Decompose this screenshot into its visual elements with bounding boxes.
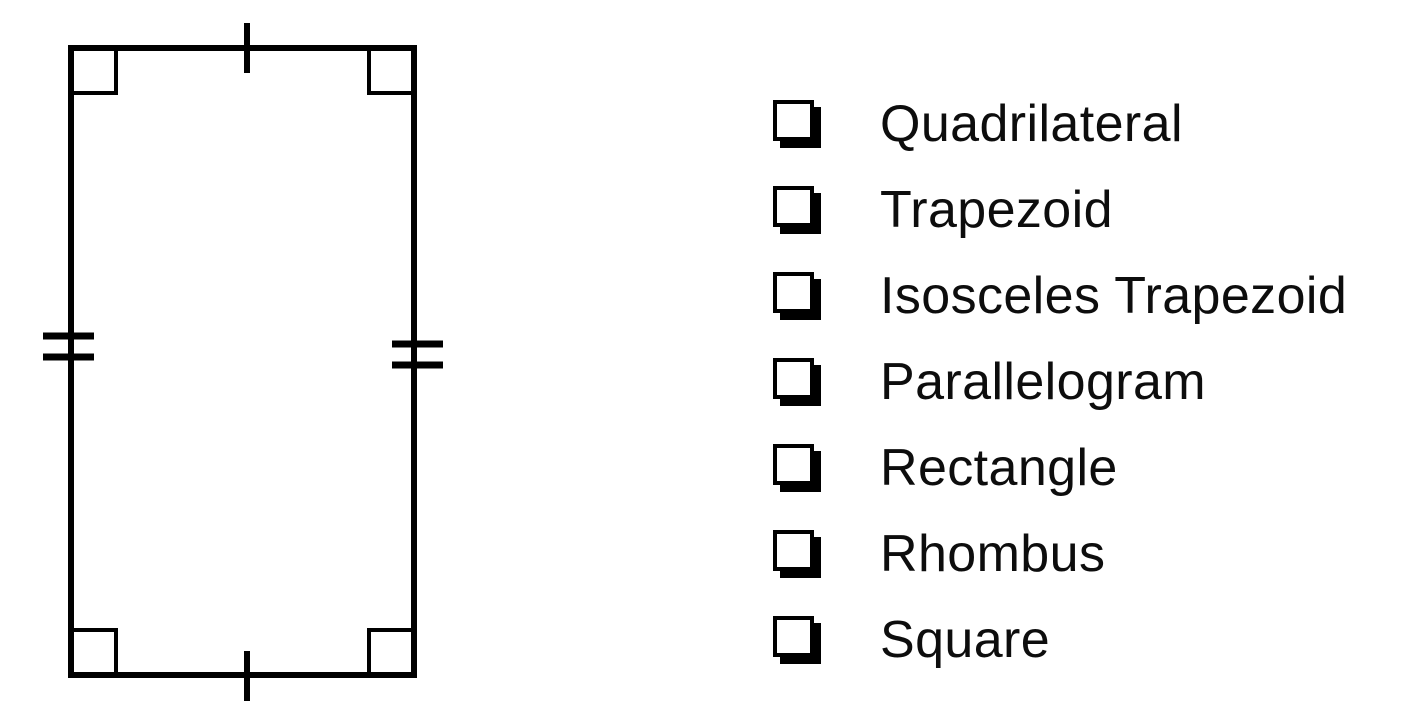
list-item-label: Parallelogram (880, 353, 1207, 411)
checkbox-icon[interactable] (773, 186, 814, 227)
checkbox-icon[interactable] (773, 530, 814, 571)
list-item[interactable]: Square (773, 609, 1393, 695)
list-item-label: Quadrilateral (880, 95, 1183, 153)
right-angle-top-right-icon (367, 48, 414, 95)
list-item-label: Square (880, 611, 1051, 669)
checkbox-icon[interactable] (773, 616, 814, 657)
list-item[interactable]: Quadrilateral (773, 93, 1393, 179)
right-angle-bottom-left-icon (71, 628, 118, 675)
rectangle-outline (68, 45, 417, 678)
quadrilateral-figure (43, 23, 443, 701)
figure-panel (0, 0, 470, 709)
list-item[interactable]: Rectangle (773, 437, 1393, 523)
list-item[interactable]: Parallelogram (773, 351, 1393, 437)
classification-checklist: Quadrilateral Trapezoid Isosceles Trapez… (773, 93, 1393, 695)
list-item[interactable]: Isosceles Trapezoid (773, 265, 1393, 351)
right-angle-bottom-right-icon (367, 628, 414, 675)
list-item-label: Isosceles Trapezoid (880, 267, 1348, 325)
list-item[interactable]: Rhombus (773, 523, 1393, 609)
list-item-label: Rectangle (880, 439, 1118, 497)
right-angle-top-left-icon (71, 48, 118, 95)
list-item-label: Trapezoid (880, 181, 1113, 239)
list-item[interactable]: Trapezoid (773, 179, 1393, 265)
checkbox-icon[interactable] (773, 444, 814, 485)
list-item-label: Rhombus (880, 525, 1106, 583)
checkbox-icon[interactable] (773, 272, 814, 313)
checkbox-icon[interactable] (773, 100, 814, 141)
checkbox-icon[interactable] (773, 358, 814, 399)
